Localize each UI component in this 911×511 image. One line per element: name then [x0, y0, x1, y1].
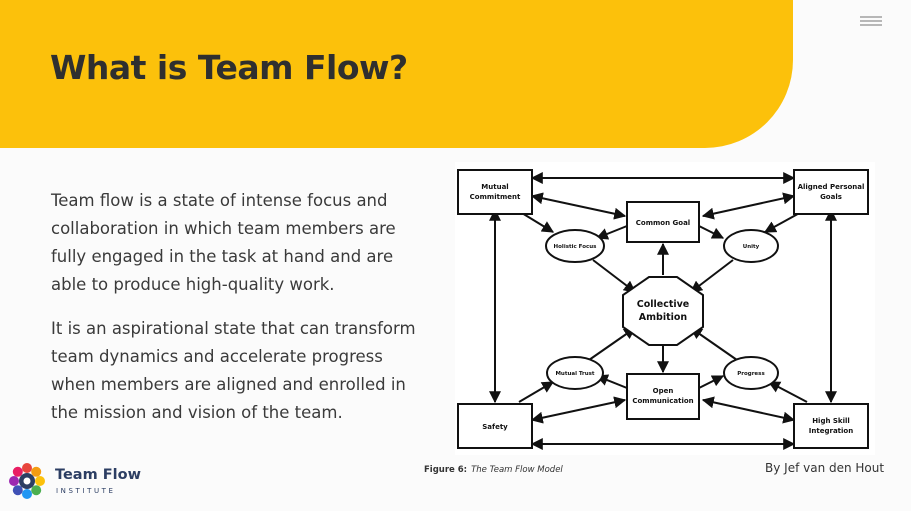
label-ambition: Ambition: [639, 312, 688, 323]
box-safety: [457, 403, 533, 449]
logo-subtitle: INSTITUTE: [56, 487, 116, 495]
caption-label: Figure 6:: [424, 465, 468, 475]
gear-flower-logo-icon: [9, 463, 45, 499]
label-progress: Progress: [737, 371, 765, 377]
label-holistic-focus: Holistic Focus: [554, 244, 598, 250]
arrow-commongoal-unity: [698, 225, 725, 239]
ellipse-progress: [723, 356, 779, 390]
label-mutual-commitment-1: Mutual: [481, 183, 508, 191]
arrow-trust-ambition: [588, 327, 636, 361]
figure-caption: Figure 6:The Team Flow Model: [424, 465, 563, 475]
hamburger-menu-icon[interactable]: [860, 16, 882, 28]
menu-line: [860, 24, 882, 26]
label-open-communication-1: Open: [653, 387, 674, 395]
box-mutual-commitment: [457, 169, 533, 215]
arrow-opencomm-progress: [698, 375, 725, 389]
label-mutual-commitment-2: Commitment: [470, 193, 521, 201]
body-text: Team flow is a state of intense focus an…: [51, 187, 423, 443]
box-aligned-personal-goals: [793, 169, 869, 215]
caption-title: The Team Flow Model: [471, 465, 563, 475]
box-high-skill-integration: [793, 403, 869, 449]
arrow-safety-trust: [518, 381, 555, 403]
team-flow-model-diagram: Mutual Commitment Aligned Personal Goals…: [455, 162, 875, 455]
label-open-communication-2: Communication: [632, 397, 693, 405]
ellipse-mutual-trust: [546, 356, 604, 390]
arrow-skill-progress: [767, 381, 808, 403]
menu-line: [860, 16, 882, 18]
arrow-progress-ambition: [690, 327, 738, 361]
label-unity: Unity: [743, 244, 760, 250]
author-credit: By Jef van den Hout: [765, 461, 885, 475]
arrow-unity-ambition: [690, 259, 734, 293]
arrow-holistic-ambition: [592, 259, 636, 293]
label-high-skill-2: Integration: [809, 427, 853, 435]
ellipse-unity: [723, 229, 779, 263]
label-common-goal: Common Goal: [636, 219, 690, 227]
arrow-skill-opencomm: [701, 396, 796, 424]
paragraph-aspiration: It is an aspirational state that can tra…: [51, 319, 416, 422]
box-common-goal: [626, 201, 700, 243]
label-aligned-goals-2: Goals: [820, 193, 842, 201]
arrow-commongoal-holistic: [595, 225, 628, 240]
box-open-communication: [626, 373, 700, 420]
team-flow-institute-logo: Team Flow INSTITUTE: [7, 460, 157, 504]
title-banner: [0, 0, 793, 148]
arrow-commitment-commongoal: [530, 192, 627, 220]
arrow-safety-opencomm: [530, 396, 627, 424]
label-collective: Collective: [637, 299, 690, 310]
label-safety: Safety: [482, 423, 508, 431]
ellipse-holistic-focus: [545, 229, 605, 263]
label-high-skill-1: High Skill: [812, 417, 850, 425]
menu-line: [860, 20, 882, 22]
label-aligned-goals-1: Aligned Personal: [798, 183, 865, 191]
paragraph-definition: Team flow is a state of intense focus an…: [51, 191, 396, 294]
octagon-collective-ambition: [622, 276, 704, 346]
page-title: What is Team Flow?: [50, 48, 408, 87]
arrow-aligned-commongoal: [701, 192, 796, 220]
label-mutual-trust: Mutual Trust: [555, 371, 594, 377]
logo-name: Team Flow: [55, 467, 141, 483]
